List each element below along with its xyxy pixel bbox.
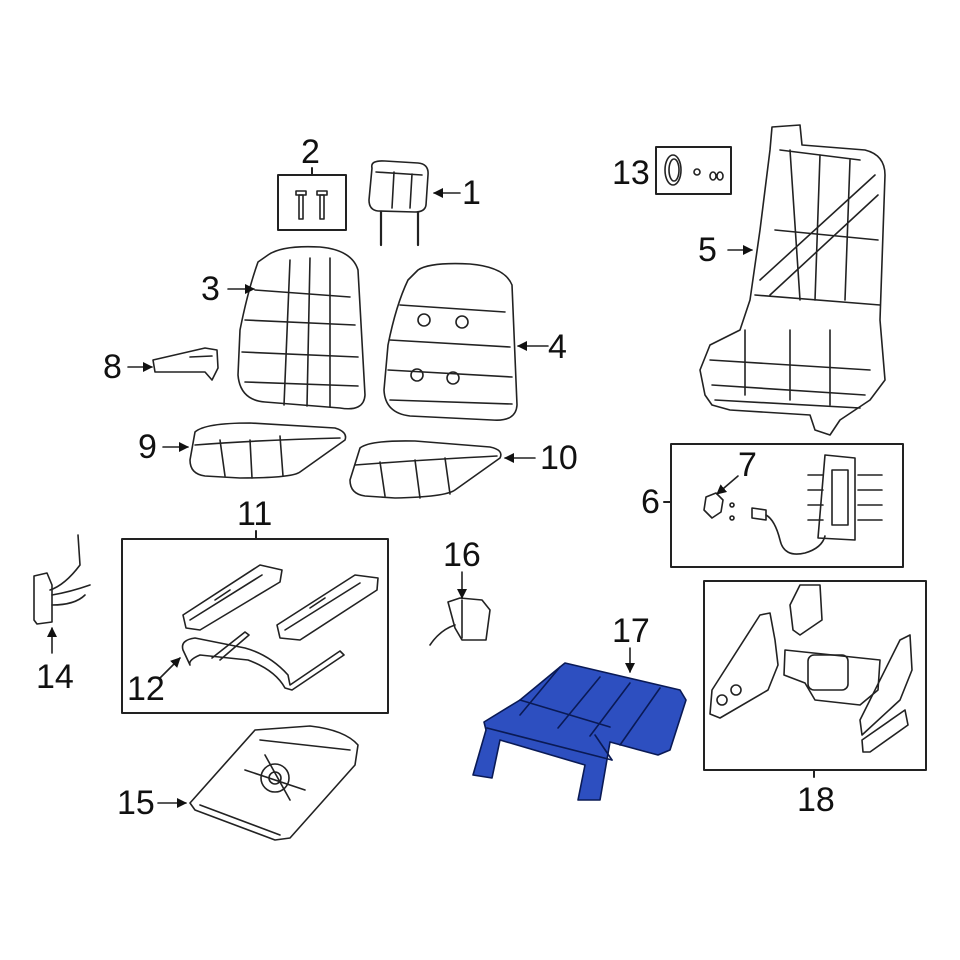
callout-14[interactable]: 14 <box>36 658 74 696</box>
seat-back-cover-right-icon[interactable] <box>383 262 518 422</box>
callout-10[interactable]: 10 <box>540 439 578 477</box>
callout-7[interactable]: 7 <box>738 446 757 484</box>
seat-riser-frame-icon[interactable] <box>472 662 687 801</box>
adjuster-bar-icon[interactable] <box>181 631 345 691</box>
seat-belt-buckle-icon[interactable] <box>33 534 91 625</box>
callout-4[interactable]: 4 <box>548 328 567 366</box>
seat-cushion-left-icon[interactable] <box>189 422 347 479</box>
callout-3[interactable]: 3 <box>201 270 220 308</box>
headrest-icon[interactable] <box>368 160 429 247</box>
callout-8[interactable]: 8 <box>103 348 122 386</box>
seat-track-kit-icon[interactable] <box>121 530 389 714</box>
callout-6[interactable]: 6 <box>641 483 660 521</box>
seat-switch-icon[interactable] <box>429 597 491 646</box>
callout-5[interactable]: 5 <box>698 231 717 269</box>
seat-back-cover-left-icon[interactable] <box>237 245 366 410</box>
callout-17[interactable]: 17 <box>612 612 650 650</box>
trim-bracket-icon[interactable] <box>152 347 219 381</box>
callout-13[interactable]: 13 <box>612 154 650 192</box>
callout-11[interactable]: 11 <box>237 495 273 533</box>
callout-18[interactable]: 18 <box>797 781 835 819</box>
callout-2[interactable]: 2 <box>301 133 320 171</box>
seat-back-frame-icon[interactable] <box>699 124 886 436</box>
seat-cushion-right-icon[interactable] <box>349 440 502 499</box>
recliner-knob-kit-icon[interactable] <box>655 146 732 195</box>
swivel-base-plate-icon[interactable] <box>189 725 359 841</box>
bolts-icon[interactable] <box>277 167 347 231</box>
callout-16[interactable]: 16 <box>443 536 481 574</box>
trim-shield-kit-icon[interactable] <box>703 580 927 778</box>
callout-15[interactable]: 15 <box>117 784 155 822</box>
callout-9[interactable]: 9 <box>138 428 157 466</box>
callout-1[interactable]: 1 <box>462 174 481 212</box>
callout-12[interactable]: 12 <box>127 670 165 708</box>
lumbar-support-kit-icon[interactable] <box>663 443 904 568</box>
